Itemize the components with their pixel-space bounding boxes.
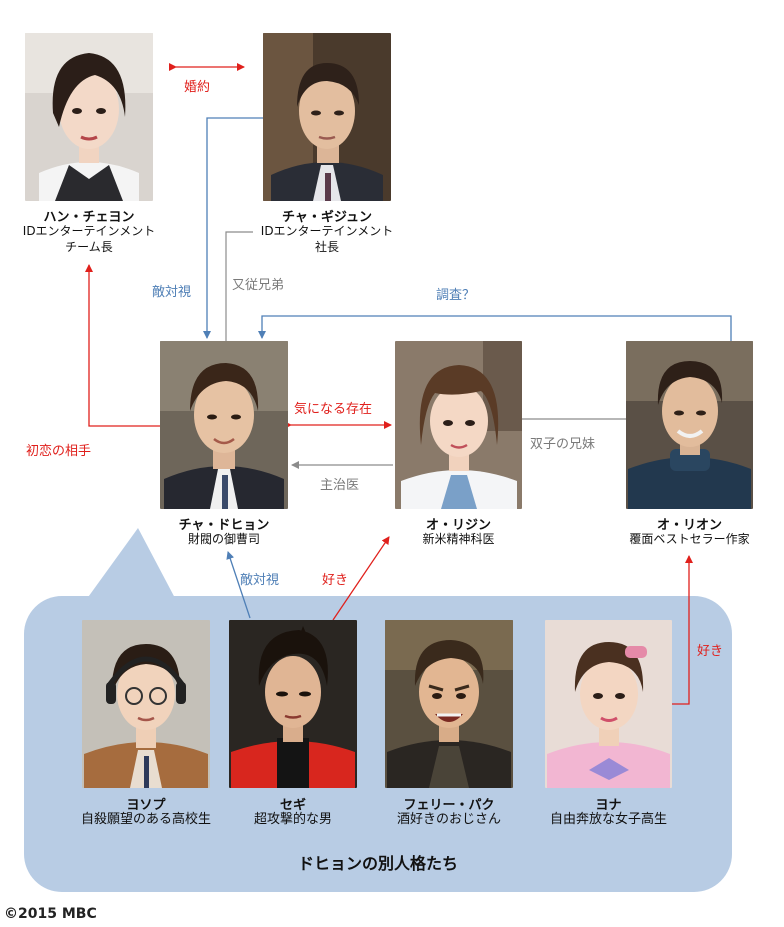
segi-desc: 超攻撃的な男 bbox=[253, 812, 332, 827]
label-rival-top: 敵対視 bbox=[152, 285, 192, 300]
label-twins: 双子の兄妹 bbox=[530, 437, 596, 452]
label-engaged: 婚約 bbox=[184, 80, 211, 95]
yosopu-photo bbox=[82, 620, 210, 788]
edge-rival-bottom bbox=[226, 551, 251, 619]
dohyon-desc: 財閥の御曹司 bbox=[187, 532, 260, 546]
yona-desc: 自由奔放な女子高生 bbox=[549, 812, 667, 827]
cha-dohyon-photo bbox=[160, 341, 288, 509]
yona-photo bbox=[545, 620, 672, 788]
label-curious: 気になる存在 bbox=[294, 402, 373, 417]
edge-likes-rion bbox=[672, 555, 693, 705]
oh-rijin-photo bbox=[395, 341, 522, 509]
ferry-desc: 酒好きのおじさん bbox=[396, 812, 501, 827]
gijun-desc-2: 社長 bbox=[314, 240, 339, 254]
label-cousin: 又従兄弟 bbox=[232, 278, 285, 293]
copyright: ©2015 MBC bbox=[4, 906, 97, 922]
han-desc-2: チーム長 bbox=[65, 240, 113, 254]
gijun-name: チャ・ギジュン bbox=[282, 210, 372, 225]
label-first-love: 初恋の相手 bbox=[26, 444, 92, 459]
yosopu-desc: 自殺願望のある高校生 bbox=[80, 812, 211, 827]
edge-likes-rijin bbox=[332, 536, 390, 621]
label-doctor: 主治医 bbox=[320, 478, 360, 493]
ferry-park-photo bbox=[385, 620, 513, 788]
group-bubble-tail bbox=[86, 528, 176, 600]
yona-name: ヨナ bbox=[595, 798, 622, 813]
group-title: ドヒョンの別人格たち bbox=[297, 854, 458, 873]
edge-rival-top bbox=[203, 117, 263, 339]
han-desc-1: IDエンターテインメント bbox=[22, 224, 156, 238]
rijin-desc: 新米精神科医 bbox=[422, 532, 495, 546]
han-name: ハン・チェヨン bbox=[43, 210, 135, 225]
edge-investigate bbox=[258, 315, 732, 341]
segi-photo bbox=[229, 620, 357, 788]
dohyon-name: チャ・ドヒョン bbox=[178, 518, 270, 533]
label-likes-rijin: 好き bbox=[322, 573, 349, 588]
edge-cousin bbox=[225, 231, 253, 341]
gijun-desc-1: IDエンターテインメント bbox=[260, 224, 394, 238]
rion-name: オ・リオン bbox=[656, 518, 722, 533]
yosopu-name: ヨソプ bbox=[126, 798, 166, 813]
oh-rion-photo bbox=[626, 341, 753, 509]
segi-name: セギ bbox=[279, 798, 306, 813]
label-likes-rion: 好き bbox=[697, 644, 724, 659]
rijin-name: オ・リジン bbox=[425, 518, 491, 533]
edge-first-love bbox=[85, 264, 160, 427]
cha-gijun-photo bbox=[263, 33, 391, 201]
label-investigate: 調査？ bbox=[436, 288, 476, 303]
label-rival-bottom: 敵対視 bbox=[240, 573, 280, 588]
han-chaeyong-photo bbox=[25, 33, 153, 201]
ferry-name: フェリー・パク bbox=[403, 798, 495, 813]
rion-desc: 覆面ベストセラー作家 bbox=[629, 532, 750, 546]
